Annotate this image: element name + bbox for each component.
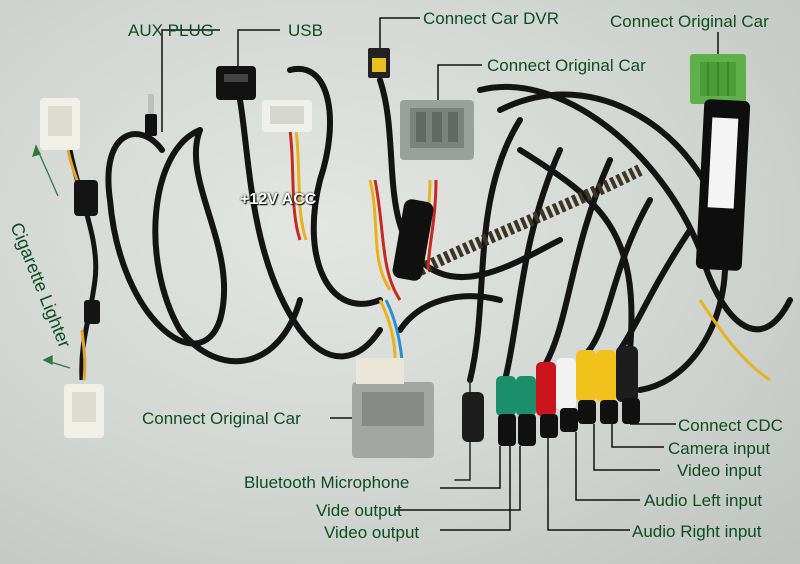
usb-label: USB: [288, 21, 323, 40]
braided-sleeve: [417, 164, 643, 276]
acc-label: +12V ACC: [240, 191, 317, 208]
video-output-label: Video output: [324, 523, 420, 542]
connect-car-dvr-label: Connect Car DVR: [423, 9, 560, 28]
usb-connector: [216, 66, 256, 100]
connect-original-car-top-label: Connect Original Car: [610, 12, 769, 31]
aux-plug-label: AUX PLUG: [128, 21, 214, 40]
original-car-connector-grey-top: [400, 100, 474, 160]
acc-connector: [262, 100, 312, 132]
connect-original-car-bottom-label: Connect Original Car: [142, 409, 301, 428]
video-input-label: Video input: [677, 461, 762, 480]
car-dvr-connector: [368, 48, 390, 78]
vide-output-label: Vide output: [316, 501, 402, 520]
tape-wrap: [392, 199, 434, 281]
connect-original-car-mid-label: Connect Original Car: [487, 56, 646, 75]
bluetooth-microphone-label: Bluetooth Microphone: [244, 473, 410, 492]
aux-plug: [145, 94, 157, 136]
connect-cdc-label: Connect CDC: [678, 416, 783, 435]
original-car-connector-grey-bottom: [352, 358, 434, 458]
cigarette-lighter-wire: [66, 149, 100, 381]
cigarette-lighter-connectors: [40, 98, 104, 438]
audio-left-input-label: Audio Left input: [644, 491, 763, 510]
rca-jacks: [462, 346, 640, 446]
cigarette-lighter-arrows: [32, 144, 71, 369]
camera-input-label: Camera input: [668, 439, 771, 458]
original-car-connector-green: [690, 54, 751, 271]
audio-right-input-label: Audio Right input: [632, 522, 762, 541]
callout-lines: [161, 17, 719, 531]
